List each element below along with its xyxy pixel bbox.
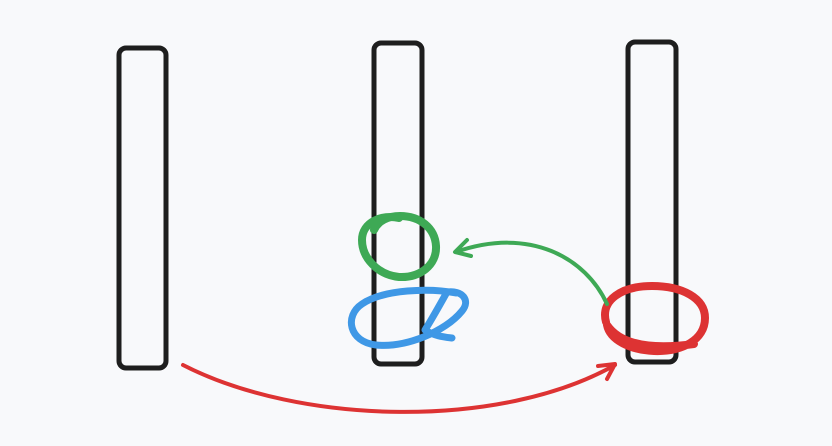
green-loop[interactable]: [358, 212, 440, 282]
green-arrow-head: [453, 238, 473, 258]
rod-right[interactable]: [625, 39, 679, 365]
green-arrow-shaft[interactable]: [454, 240, 609, 306]
red-arrow-shaft[interactable]: [181, 363, 617, 414]
blue-loop[interactable]: [348, 286, 470, 349]
rod-left[interactable]: [116, 45, 169, 371]
rod-middle[interactable]: [371, 40, 425, 367]
red-arrow-head: [596, 362, 617, 381]
red-loop[interactable]: [601, 282, 709, 356]
